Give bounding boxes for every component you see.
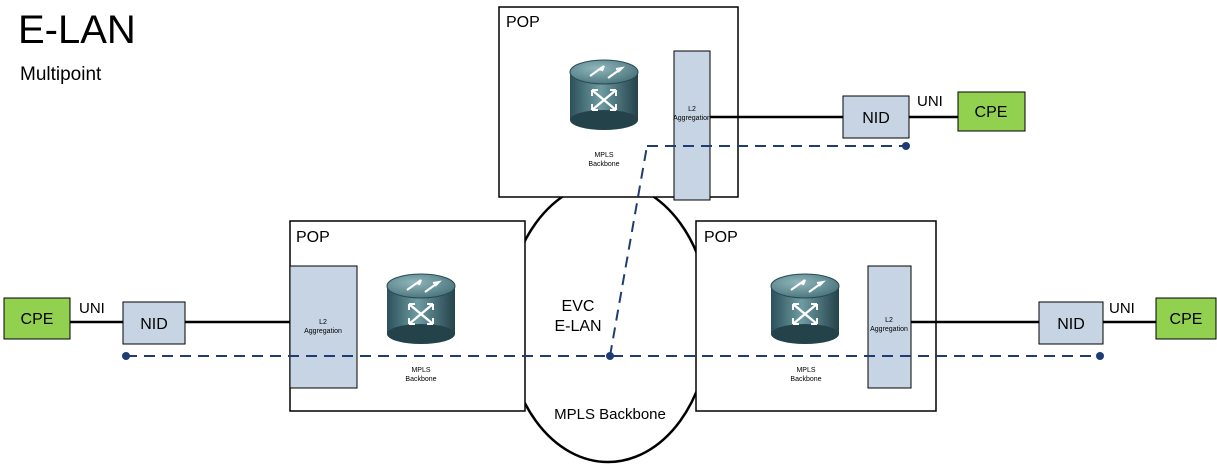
nid-label-left: NID <box>140 316 168 333</box>
uni-label-left: UNI <box>79 300 105 317</box>
page-title: E-LAN <box>18 8 136 52</box>
mpls-router-icon-top <box>568 58 640 132</box>
evc-label-line2: E-LAN <box>554 318 601 335</box>
nid-label-right: NID <box>1057 316 1085 333</box>
router-left-line1: MPLS <box>411 367 430 374</box>
mpls-backbone-label: MPLS Backbone <box>554 406 666 423</box>
nid-label-top: NID <box>862 110 890 127</box>
aggregation-box-right <box>867 265 912 389</box>
cpe-label-left: CPE <box>21 311 54 328</box>
cpe-box-left <box>3 297 71 340</box>
aggregation-box-left <box>289 265 358 389</box>
evc-endpoint-top <box>902 142 910 150</box>
router-right-line1: MPLS <box>796 367 815 374</box>
pop-label-top: POP <box>506 14 540 31</box>
evc-endpoint-right <box>1096 352 1104 360</box>
uni-label-right: UNI <box>1109 300 1135 317</box>
aggregation-right-line1: L2 <box>885 317 893 324</box>
aggregation-top-line1: L2 <box>688 106 696 113</box>
mpls-router-icon-left <box>385 272 457 346</box>
mpls-router-icon-right <box>769 272 841 346</box>
aggregation-box-top <box>673 50 711 201</box>
evc-center-node <box>606 352 614 360</box>
router-top-line2: Backbone <box>588 161 619 168</box>
router-right-line2: Backbone <box>790 376 821 383</box>
cpe-box-right <box>1155 297 1217 340</box>
cpe-label-right: CPE <box>1170 311 1203 328</box>
aggregation-top-line2: Aggregation <box>673 115 711 122</box>
nid-box-top <box>842 95 910 139</box>
uni-label-top: UNI <box>917 93 943 110</box>
pop-label-right: POP <box>704 229 738 246</box>
cpe-label-top: CPE <box>975 104 1008 121</box>
pop-label-left: POP <box>296 229 330 246</box>
aggregation-left-line1: L2 <box>319 319 327 326</box>
evc-label-line1: EVC <box>562 298 595 315</box>
evc-endpoint-left <box>122 352 130 360</box>
nid-box-right <box>1038 301 1104 345</box>
aggregation-right-line2: Aggregation <box>870 326 908 333</box>
router-left-line2: Backbone <box>405 376 436 383</box>
aggregation-left-line2: Aggregation <box>304 328 342 335</box>
cpe-box-top <box>957 91 1026 132</box>
page-subtitle: Multipoint <box>20 64 102 85</box>
nid-box-left <box>122 301 186 345</box>
router-top-line1: MPLS <box>594 152 613 159</box>
